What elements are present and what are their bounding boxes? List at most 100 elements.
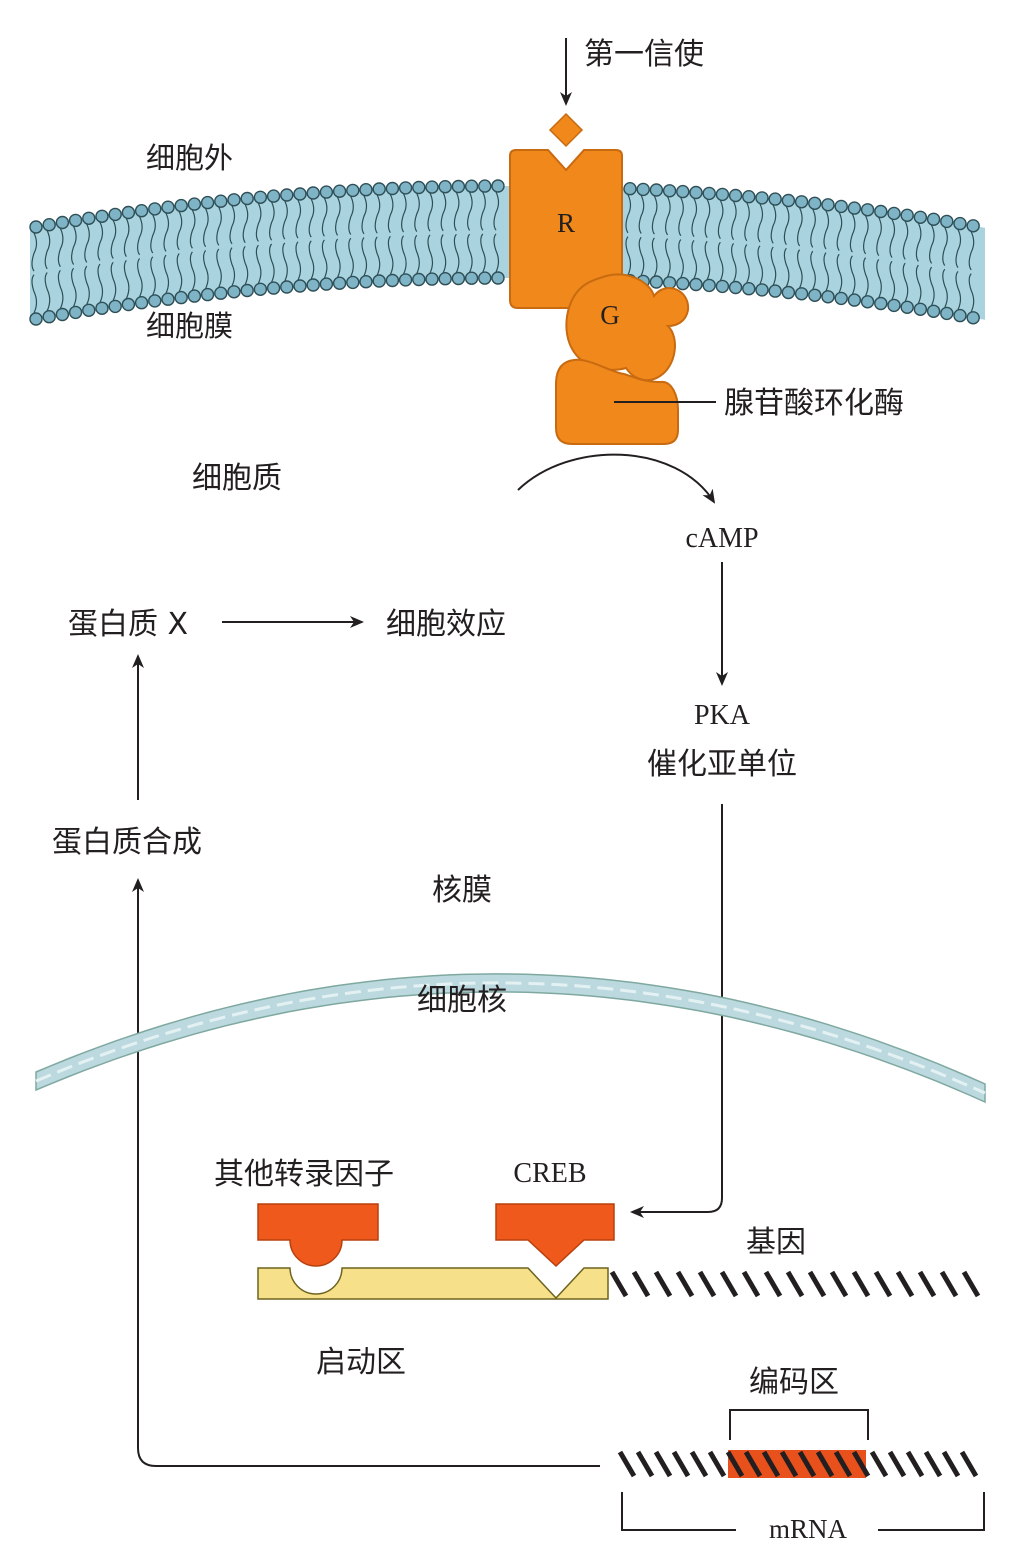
lipid-head (280, 188, 294, 202)
nucleus-label: 细胞核 (417, 983, 507, 1018)
lipid-head (266, 189, 281, 203)
lipid-head (887, 206, 901, 221)
lipid-head (808, 196, 822, 211)
nuclear-envelope-band (35, 973, 986, 1104)
lipid-head (926, 304, 941, 318)
lipid-tail (348, 196, 354, 277)
lipid-tail (387, 194, 394, 275)
lipid-head (478, 271, 492, 285)
lipid-head (187, 289, 202, 303)
other-transcription-factor (257, 1203, 379, 1267)
lipid-tail (493, 191, 500, 273)
lipid-tail (150, 214, 156, 296)
lipid-head (821, 290, 835, 304)
lipid-head (649, 183, 664, 197)
lipid-head (214, 286, 228, 300)
lipid-head (253, 282, 268, 296)
lipid-head (385, 273, 400, 288)
lipid-head (715, 187, 730, 202)
lipid-head (108, 299, 122, 314)
lipid-head (55, 307, 70, 322)
lipid-head (293, 279, 307, 293)
promoter-region (257, 1267, 609, 1300)
lipid-head (266, 281, 281, 295)
lipid-head (649, 275, 664, 289)
pka-to-creb-arrow (630, 804, 723, 1218)
lipid-head (332, 184, 347, 198)
lipid-head (702, 186, 716, 201)
lipid-tail (189, 209, 196, 291)
cell-effect-label: 细胞效应 (386, 607, 506, 642)
lipid-tail (915, 223, 922, 304)
lipid-head (29, 220, 43, 234)
lipid-head (953, 308, 967, 323)
lipid-tails (31, 191, 975, 314)
lipid-head (662, 184, 677, 198)
lipid-head (940, 306, 954, 321)
lipid-head (913, 302, 928, 316)
lipid-tail (889, 219, 896, 300)
lipid-head (121, 205, 136, 220)
lipid-tail (731, 201, 737, 282)
lipid-head (161, 292, 175, 306)
protein-synthesis-label: 蛋白质合成 (52, 825, 202, 860)
lipid-head (768, 192, 782, 206)
lipid-head (214, 194, 228, 208)
lipid-head (68, 213, 83, 228)
lipid-head (253, 190, 268, 205)
lipid-head (412, 272, 426, 287)
lipid-tail (123, 218, 130, 299)
lipid-head (174, 198, 188, 213)
lipid-head (319, 185, 334, 199)
receptor-label: R (557, 208, 575, 238)
camp-label: cAMP (685, 523, 758, 554)
lipid-head (794, 287, 809, 301)
lipid-head (372, 274, 386, 288)
lipid-tail (374, 194, 381, 276)
lipid-head (689, 277, 703, 292)
lipid-head (636, 182, 650, 197)
lipid-head (689, 185, 703, 200)
lipid-head (359, 275, 373, 289)
lipid-head (676, 276, 690, 291)
lipid-head (385, 181, 400, 196)
lipid-tail (902, 221, 909, 302)
lipid-tail (665, 196, 671, 278)
lipid-head (200, 287, 215, 302)
lipid-head (240, 283, 254, 298)
lipid-head (847, 201, 862, 215)
lipid-head (794, 195, 809, 209)
lipid-head (623, 181, 637, 196)
lipid-tail (691, 198, 698, 279)
lipid-tail (638, 195, 645, 276)
protein-x-label: 蛋白质 X (68, 607, 188, 642)
lipid-head (29, 312, 43, 326)
lipid-head (847, 293, 862, 307)
mrna-label: mRNA (769, 1514, 848, 1544)
lipid-head (808, 288, 822, 302)
lipid-tail (335, 196, 341, 278)
lipid-head (161, 200, 175, 214)
lipid-head (966, 311, 980, 325)
mrna-bracket (621, 1492, 985, 1531)
lipid-head (728, 280, 743, 295)
lipid-tail (84, 224, 90, 305)
lipid-head (425, 180, 439, 194)
lipid-tail (480, 191, 486, 273)
lipid-head (742, 189, 756, 204)
lipid-head (319, 277, 334, 291)
lipid-head (95, 209, 109, 224)
lipid-head (82, 303, 96, 317)
lipid-head (874, 204, 888, 219)
lipid-head (926, 212, 941, 227)
lipid-head (834, 291, 848, 306)
lipid-tail (810, 209, 816, 290)
lipid-tail (823, 210, 830, 292)
lipid-head (398, 181, 413, 195)
lipid-head (425, 272, 439, 286)
coding-region-bracket (729, 1409, 869, 1440)
lipid-tail (717, 200, 724, 281)
lipid-head (306, 278, 320, 292)
lipid-head (134, 296, 149, 310)
lipid-head (900, 208, 914, 223)
